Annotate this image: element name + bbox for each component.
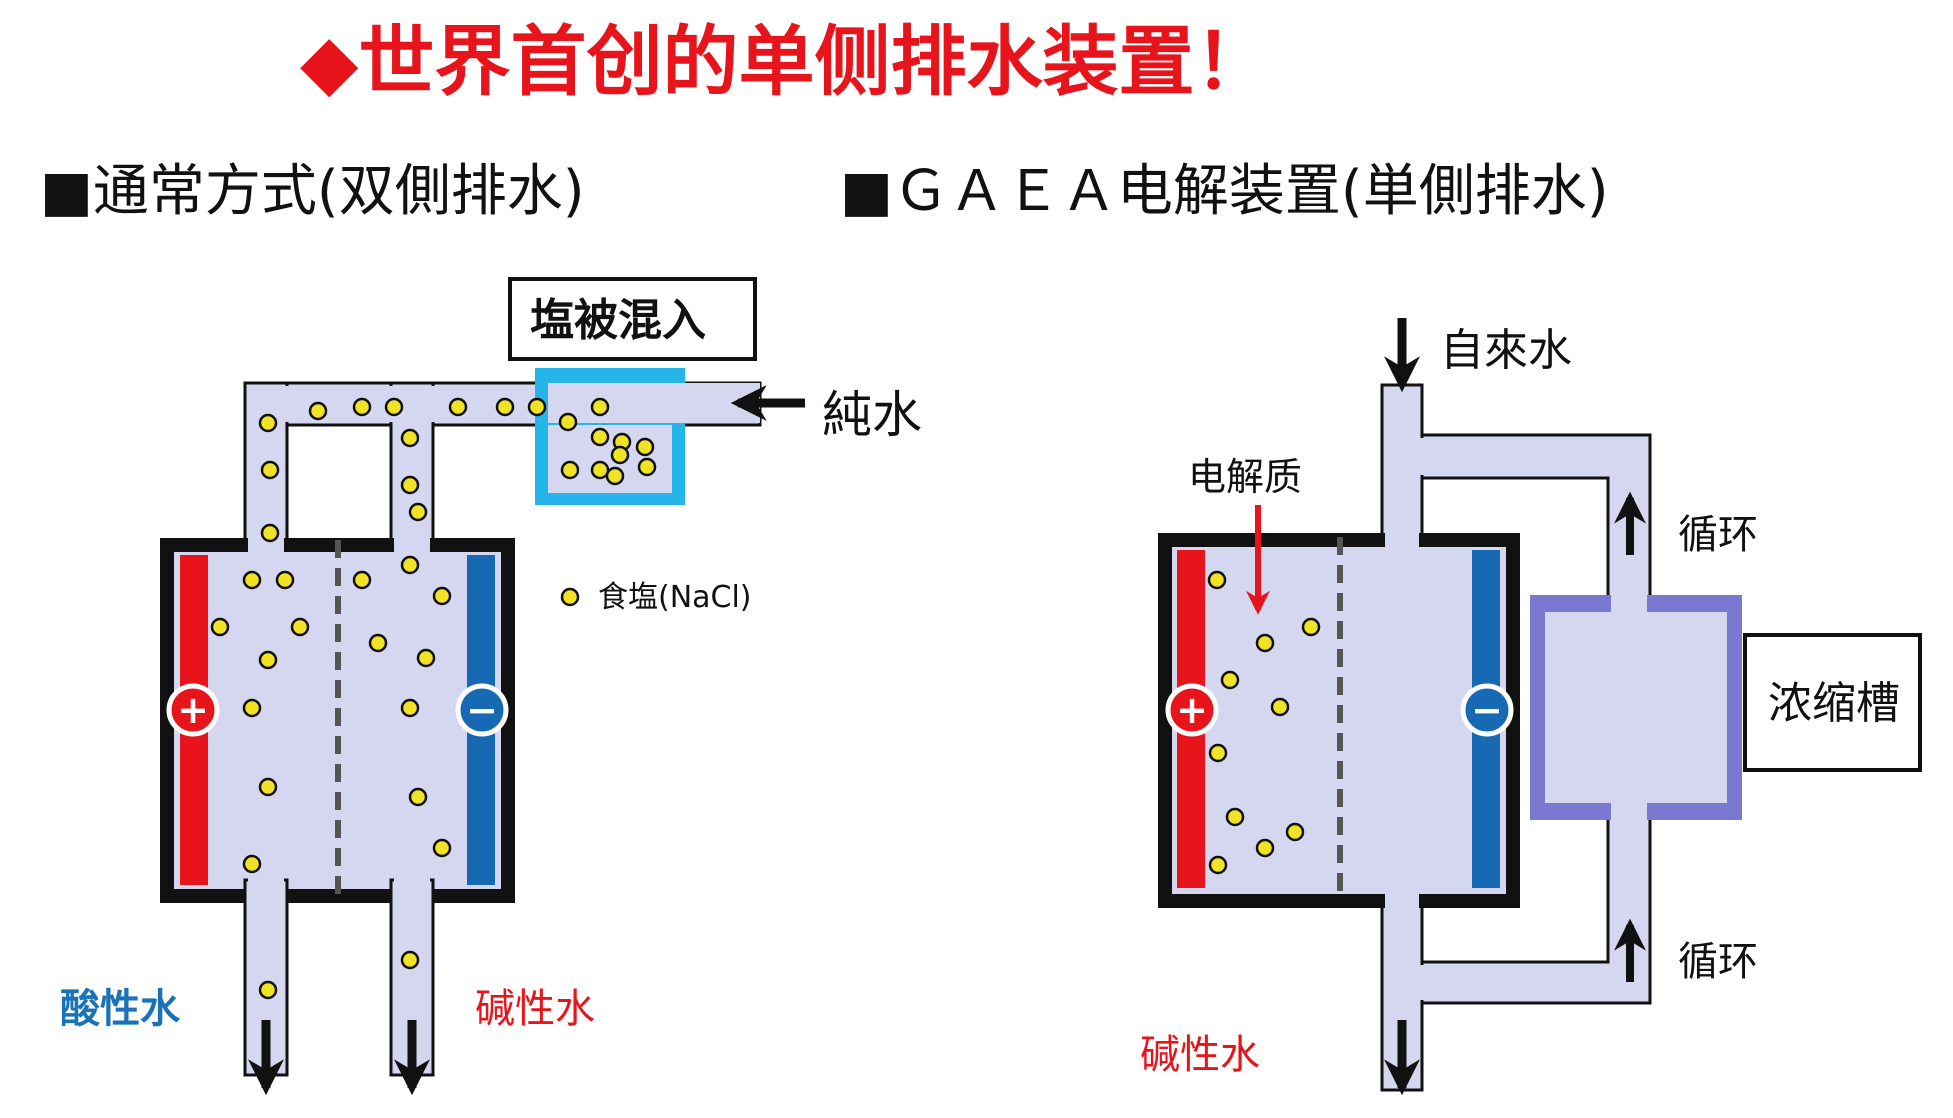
salt-particle [1255,838,1275,858]
positive-electrode-icon: + [166,683,220,737]
salt-particle [1285,822,1305,842]
salt-particle [448,397,468,417]
svg-text:−: − [466,688,498,732]
salt-particle [400,428,420,448]
salt-particle [400,475,420,495]
salt-particle [242,698,262,718]
salt-particle [352,570,372,590]
salt-particle [1208,855,1228,875]
tank-label: 浓缩槽 [1768,678,1900,729]
alkaline-water-label-right: 碱性水 [1140,1032,1260,1078]
gaea-method-diagram: 浓缩槽 + − 自來水 电解质 循环 循环 碱性水 [1140,318,1922,1096]
salt-particle [1301,617,1321,637]
salt-particle [400,950,420,970]
pure-water-label: 純水 [822,386,922,444]
tap-water-label: 自來水 [1440,325,1572,376]
salt-legend-icon [560,587,580,607]
salt-contamination-box [508,277,757,361]
salt-particle [258,777,278,797]
electrolyte-label: 电解质 [1188,455,1302,499]
salt-particle [352,397,372,417]
salt-particle [1207,570,1227,590]
salt-particle [308,401,328,421]
salt-legend-label: 食塩(NaCl) [598,580,752,615]
svg-text:+: + [1176,688,1208,732]
salt-particle [258,650,278,670]
salt-particle [1270,697,1290,717]
svg-text:+: + [177,688,209,732]
heading-normal-method: ■通常方式(双側排水) [40,159,585,224]
salt-particle [400,555,420,575]
negative-electrode-icon: − [455,683,509,737]
salt-particle [590,397,610,417]
salt-particle [590,427,610,447]
salt-particle [408,787,428,807]
salt-particle [242,570,262,590]
svg-text:−: − [1471,688,1503,732]
normal-method-diagram: 塩被混入 純水 + − 酸性水 碱性水 [60,277,922,1096]
acid-water-label: 酸性水 [60,986,181,1032]
alkaline-water-label-left: 碱性水 [475,986,595,1032]
salt-particle [1255,633,1275,653]
salt-particle [260,523,280,543]
salt-particle [408,502,428,522]
salt-particle [1220,670,1240,690]
salt-particle [400,698,420,718]
salt-particle [290,617,310,637]
salt-particle [258,413,278,433]
tank-label-box [1743,633,1922,772]
salt-particle [635,437,655,457]
heading-gaea-method: ■ＧＡＥＡ电解装置(単側排水) [840,159,1609,224]
salt-particles-left [210,397,657,1000]
salt-particle [1208,743,1228,763]
circulation-label-top: 循环 [1678,512,1758,558]
salt-particle [560,460,580,480]
salt-particle [558,412,578,432]
gaea-positive-electrode-icon: + [1165,683,1219,737]
salt-particle [527,397,547,417]
salt-particle [590,460,610,480]
salt-particle [242,854,262,874]
salt-particle [637,457,657,477]
circulation-label-bottom: 循环 [1678,939,1758,985]
salt-particle [258,980,278,1000]
salt-particle [260,460,280,480]
salt-particle [1225,807,1245,827]
salt-particle [432,586,452,606]
salt-particle [210,617,230,637]
salt-particle [432,838,452,858]
salt-particle [610,445,630,465]
gaea-negative-electrode-icon: − [1460,683,1514,737]
salt-particle [495,397,515,417]
salt-contamination-label: 塩被混入 [530,295,706,346]
salt-particle [416,648,436,668]
salt-particle [275,570,295,590]
salt-particle [384,397,404,417]
salt-particles-right [1207,570,1321,875]
salt-particle [605,466,625,486]
page-title: ◆世界首创的单侧排水装置！ [300,17,1270,106]
salt-particle [368,633,388,653]
